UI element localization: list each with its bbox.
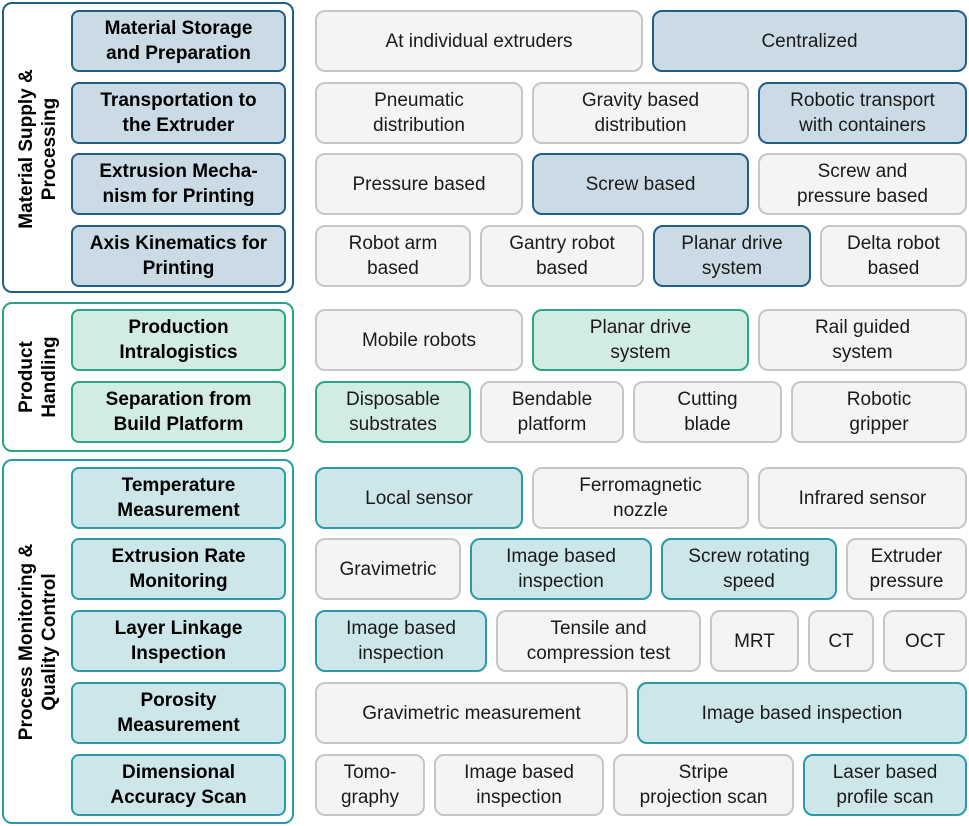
category-layer-linkage: Layer Linkage Inspection (71, 610, 286, 672)
category-material-storage: Material Storage and Preparation (71, 10, 286, 72)
option-image-inspection-scan: Image based inspection (434, 754, 604, 816)
option-screw-rotating-speed: Screw rotating speed (661, 538, 837, 600)
option-gantry-robot-based: Gantry robot based (480, 225, 644, 287)
option-infrared-sensor: Infrared sensor (758, 467, 967, 529)
option-gravimetric: Gravimetric (315, 538, 461, 600)
category-dimensional-accuracy: Dimensional Accuracy Scan (71, 754, 286, 816)
option-oct: OCT (883, 610, 967, 672)
option-tensile-compression: Tensile and compression test (496, 610, 701, 672)
category-extrusion-rate: Extrusion Rate Monitoring (71, 538, 286, 600)
option-delta-robot-based: Delta robot based (820, 225, 967, 287)
option-screw-and-pressure: Screw and pressure based (758, 153, 967, 215)
option-at-individual-extruders: At individual extruders (315, 10, 643, 72)
category-transportation: Transportation to the Extruder (71, 82, 286, 144)
option-disposable-substrates: Disposable substrates (315, 381, 471, 443)
option-image-inspection-porosity: Image based inspection (637, 682, 967, 744)
option-centralized: Centralized (652, 10, 967, 72)
group-label-material-supply: Material Supply & Processing (16, 69, 60, 229)
group-label-product-handling: Product Handling (16, 336, 60, 418)
option-mobile-robots: Mobile robots (315, 309, 523, 371)
option-local-sensor: Local sensor (315, 467, 523, 529)
option-robotic-gripper: Robotic gripper (791, 381, 967, 443)
group-label-process-monitoring: Process Monitoring & Quality Control (16, 543, 60, 741)
option-screw-based: Screw based (532, 153, 749, 215)
category-porosity-measurement: Porosity Measurement (71, 682, 286, 744)
option-robotic-transport: Robotic transport with containers (758, 82, 967, 144)
option-planar-drive-kinematics: Planar drive system (653, 225, 811, 287)
category-production-intralogistics: Production Intralogistics (71, 309, 286, 371)
option-laser-profile-scan: Laser based profile scan (803, 754, 967, 816)
option-gravimetric-measurement: Gravimetric measurement (315, 682, 628, 744)
option-extruder-pressure: Extruder pressure (846, 538, 967, 600)
option-image-inspection-layer: Image based inspection (315, 610, 487, 672)
option-ferromagnetic-nozzle: Ferromagnetic nozzle (532, 467, 749, 529)
option-image-inspection-rate: Image based inspection (470, 538, 652, 600)
option-cutting-blade: Cutting blade (633, 381, 782, 443)
category-axis-kinematics: Axis Kinematics for Printing (71, 225, 286, 287)
option-robot-arm-based: Robot arm based (315, 225, 471, 287)
category-separation-build-platform: Separation from Build Platform (71, 381, 286, 443)
option-tomography: Tomo- graphy (315, 754, 425, 816)
option-stripe-projection-scan: Stripe projection scan (613, 754, 794, 816)
option-gravity-distribution: Gravity based distribution (532, 82, 749, 144)
option-pressure-based: Pressure based (315, 153, 523, 215)
option-bendable-platform: Bendable platform (480, 381, 624, 443)
option-ct: CT (808, 610, 874, 672)
category-temperature-measurement: Temperature Measurement (71, 467, 286, 529)
option-rail-guided: Rail guided system (758, 309, 967, 371)
option-pneumatic-distribution: Pneumatic distribution (315, 82, 523, 144)
option-planar-drive-logistics: Planar drive system (532, 309, 749, 371)
option-mrt: MRT (710, 610, 799, 672)
category-extrusion-mechanism: Extrusion Mecha- nism for Printing (71, 153, 286, 215)
